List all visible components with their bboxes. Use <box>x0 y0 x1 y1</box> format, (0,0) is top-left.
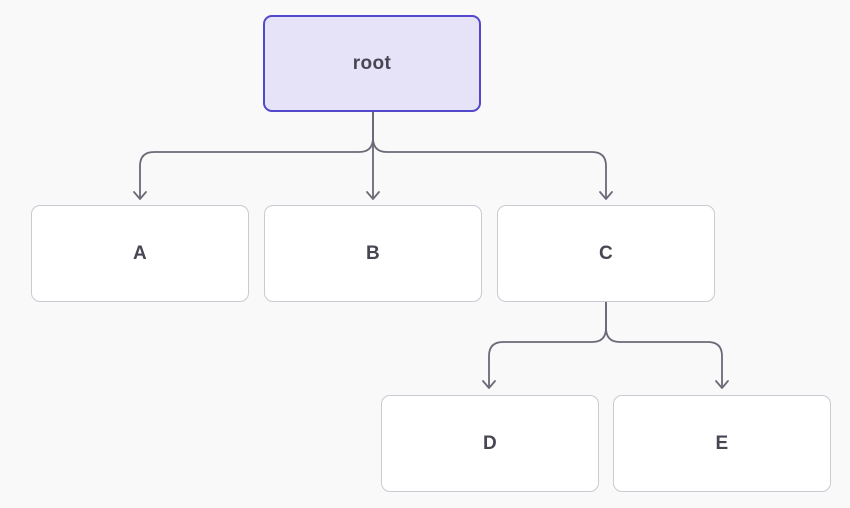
arrow-down-icon <box>366 191 380 200</box>
edge-c-e <box>605 301 723 388</box>
node-root[interactable]: root <box>263 15 481 112</box>
edge-root-c <box>372 111 607 199</box>
edge-c-d <box>488 301 607 388</box>
arrow-down-icon <box>482 380 496 389</box>
node-a-label: A <box>132 242 148 264</box>
arrow-down-icon <box>133 191 147 200</box>
node-root-label: root <box>352 52 392 74</box>
node-e[interactable]: E <box>613 395 831 492</box>
node-a[interactable]: A <box>31 205 249 302</box>
node-b[interactable]: B <box>264 205 482 302</box>
node-d[interactable]: D <box>381 395 599 492</box>
node-c[interactable]: C <box>497 205 715 302</box>
node-c-label: C <box>598 242 614 264</box>
node-b-label: B <box>365 242 381 264</box>
arrow-down-icon <box>715 380 729 389</box>
arrow-down-icon <box>599 191 613 200</box>
node-e-label: E <box>715 432 729 454</box>
node-d-label: D <box>482 432 498 454</box>
edge-root-a <box>139 111 374 199</box>
